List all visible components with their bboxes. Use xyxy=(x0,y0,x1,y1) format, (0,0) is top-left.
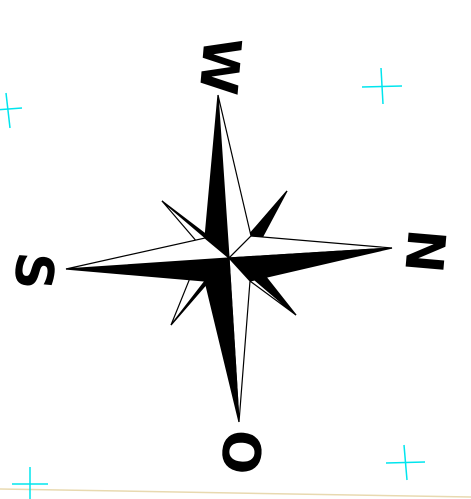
corner-marker-bottom-right xyxy=(386,445,425,480)
compass-rose xyxy=(66,95,392,422)
corner-marker-bottom-left xyxy=(12,467,48,499)
corner-marker-top-left xyxy=(0,93,22,128)
corner-marker-top-right xyxy=(362,68,402,104)
label-left-s: S xyxy=(1,250,64,293)
label-bottom-o: O xyxy=(208,427,272,476)
label-right-n: N xyxy=(392,227,456,276)
compass-cardinal-rays xyxy=(66,95,392,422)
label-top-w: W xyxy=(187,35,252,97)
sheet-border-line xyxy=(0,489,471,497)
